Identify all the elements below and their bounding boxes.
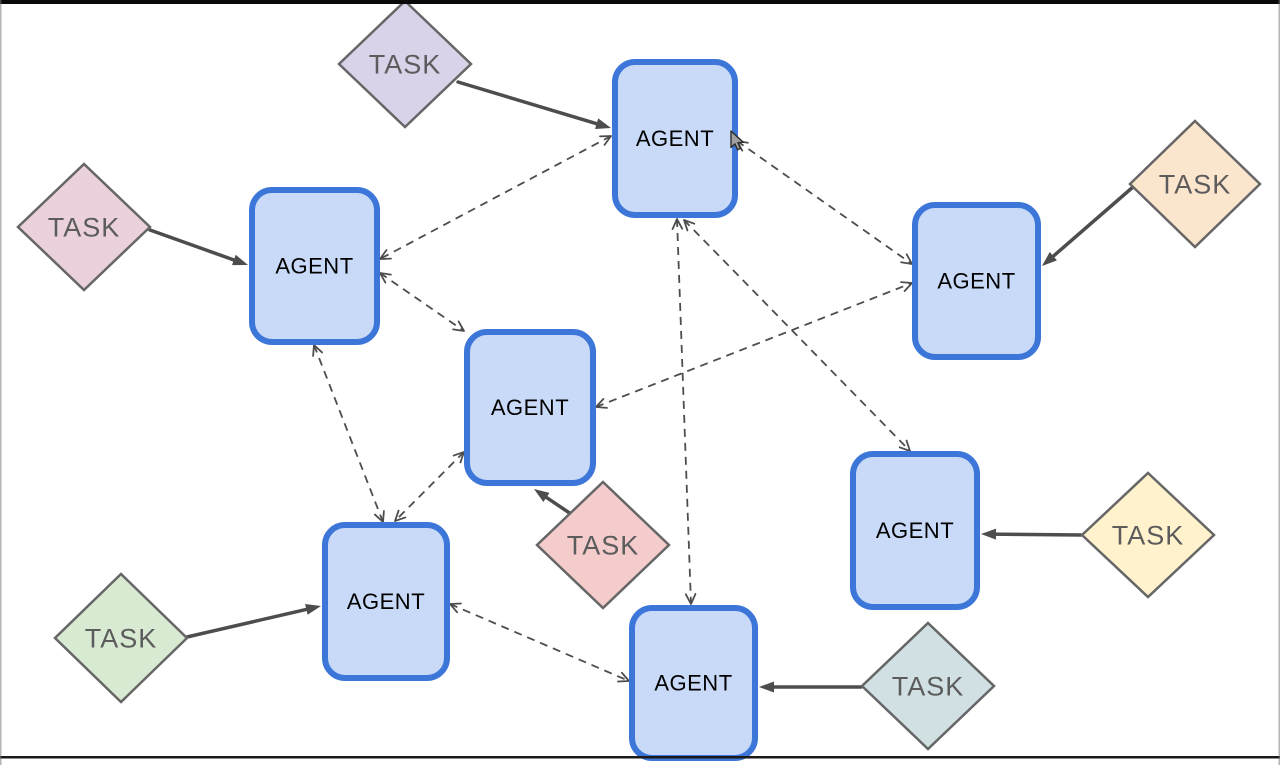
agent-link-a6-a7 bbox=[449, 603, 630, 682]
agent-node-a6[interactable] bbox=[322, 522, 450, 681]
task-node-t1[interactable] bbox=[337, 0, 473, 129]
task-arrow-t1-a1-arrowhead bbox=[595, 118, 611, 129]
task-arrow-t1-a1 bbox=[456, 80, 605, 128]
mouse-cursor-icon bbox=[730, 130, 744, 151]
task-arrow-t3-a3-arrowhead bbox=[1042, 252, 1057, 266]
task-arrow-t2-a2-arrowhead bbox=[232, 254, 248, 266]
agent-label-a5: AGENT bbox=[876, 518, 954, 543]
agent-label-a2: AGENT bbox=[275, 254, 353, 279]
agent-link-a1-a3 bbox=[736, 140, 913, 265]
agent-link-a1-a2-arrowhead bbox=[599, 135, 612, 146]
task-node-t3[interactable] bbox=[1128, 119, 1262, 249]
agent-link-a2-a6-arrowhead bbox=[312, 344, 323, 357]
agent-link-a1-a2 bbox=[379, 135, 612, 260]
task-node-t7[interactable] bbox=[860, 621, 996, 751]
agent-link-a1-a7-arrowhead bbox=[671, 218, 684, 230]
agent-node-a4[interactable] bbox=[464, 329, 596, 486]
task-arrow-t6-a6 bbox=[185, 606, 314, 639]
task-arrow-t5-a5-arrowhead bbox=[981, 528, 997, 540]
task-arrow-t6-a6-arrowhead bbox=[305, 604, 321, 615]
canvas-frame-bottom bbox=[0, 756, 1280, 759]
task-arrow-t2-a2 bbox=[148, 228, 242, 264]
agent-node-a2[interactable] bbox=[249, 187, 380, 345]
task-label-t7: TASK bbox=[892, 671, 965, 701]
task-label-t6: TASK bbox=[85, 623, 158, 653]
agent-node-a3[interactable] bbox=[912, 202, 1041, 360]
agent-label-a3: AGENT bbox=[937, 269, 1015, 294]
agent-link-a2-a6 bbox=[313, 344, 384, 523]
task-label-t3: TASK bbox=[1159, 169, 1232, 199]
task-label-t4: TASK bbox=[567, 530, 640, 560]
task-node-t6[interactable] bbox=[53, 572, 189, 704]
agent-link-a4-a3-arrowhead bbox=[595, 398, 608, 409]
task-arrow-t3-a3 bbox=[1047, 185, 1135, 262]
agent-link-a1-a7-arrowhead bbox=[684, 593, 697, 605]
task-label-t2: TASK bbox=[48, 212, 121, 242]
agent-link-a1-a5-arrowhead bbox=[683, 219, 696, 232]
agent-node-a5[interactable] bbox=[850, 451, 980, 610]
task-arrow-t5-a5 bbox=[988, 532, 1083, 537]
agent-link-a2-a6-arrowhead bbox=[374, 510, 385, 523]
agent-label-a6: AGENT bbox=[347, 589, 425, 614]
task-arrow-t7-a7-arrowhead bbox=[759, 681, 774, 693]
agent-link-a2-a4-arrowhead bbox=[452, 320, 465, 332]
canvas-frame-left bbox=[0, 0, 2, 765]
agent-link-a1-a2-arrowhead bbox=[379, 249, 392, 260]
task-node-t5[interactable] bbox=[1080, 471, 1216, 599]
task-label-t1: TASK bbox=[369, 49, 442, 79]
agent-link-a1-a7 bbox=[676, 218, 692, 605]
agent-label-a1: AGENT bbox=[636, 126, 714, 151]
agent-label-a7: AGENT bbox=[654, 671, 732, 696]
agent-link-a2-a4 bbox=[379, 272, 465, 332]
canvas-frame-top bbox=[0, 0, 1280, 4]
task-node-t2[interactable] bbox=[16, 162, 152, 292]
task-node-t4[interactable] bbox=[535, 480, 671, 610]
agent-label-a4: AGENT bbox=[491, 395, 569, 420]
task-arrow-t4-a4-arrowhead bbox=[534, 489, 550, 502]
task-label-t5: TASK bbox=[1112, 520, 1185, 550]
canvas-frame-right bbox=[1278, 0, 1280, 765]
agent-link-a6-a7-arrowhead bbox=[449, 602, 462, 614]
agent-link-a4-a6 bbox=[394, 451, 465, 522]
agent-link-a4-a6-arrowhead bbox=[394, 509, 407, 522]
agent-link-a4-a3 bbox=[595, 282, 913, 408]
agent-link-a1-a3-arrowhead bbox=[900, 253, 913, 265]
agent-link-a1-a5 bbox=[683, 219, 911, 452]
